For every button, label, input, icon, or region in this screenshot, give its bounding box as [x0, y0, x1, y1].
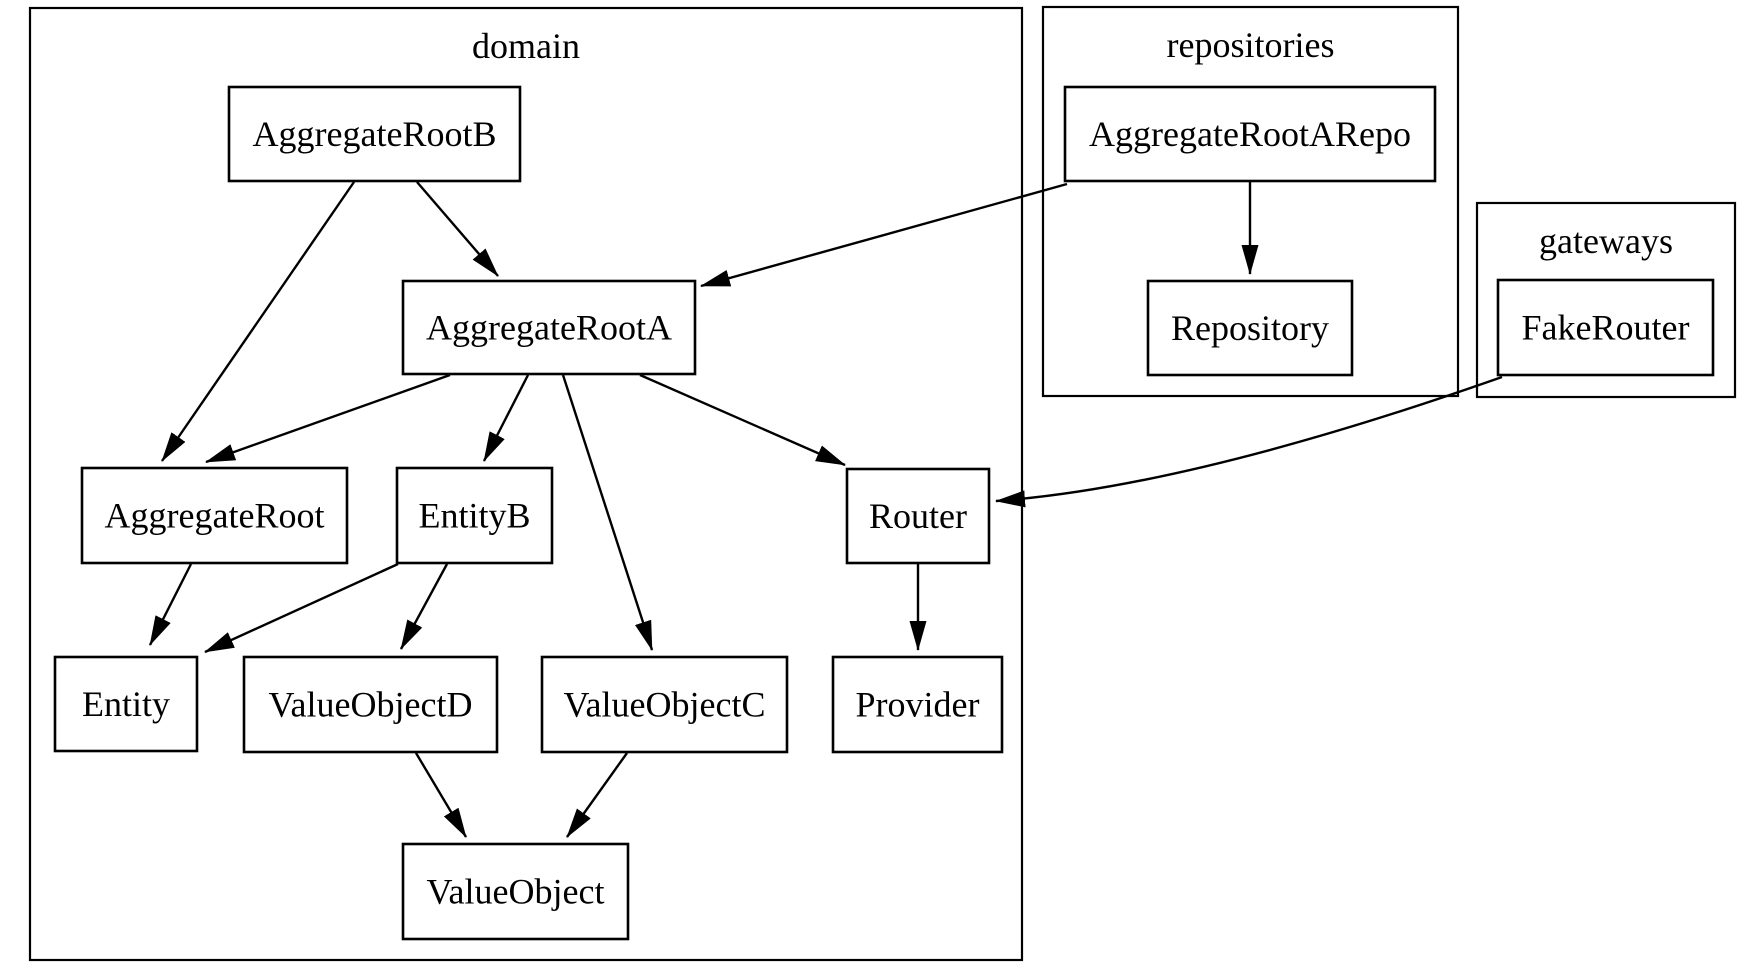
- node-aggregaterootb-box: [227, 85, 522, 183]
- node-entity-label: Entity: [82, 684, 170, 724]
- node-provider-box: [831, 655, 1004, 754]
- node-fakerouter-box: [1496, 278, 1715, 377]
- cluster-domain-border: [28, 6, 1024, 962]
- node-entity-box: [53, 655, 199, 753]
- node-entityb-label: EntityB: [418, 496, 530, 536]
- node-valueobjectc-label: ValueObjectC: [564, 685, 766, 725]
- node-router-box: [845, 467, 991, 565]
- node-aggregateroot-box: [80, 466, 349, 565]
- edge-aggregateroota-to-aggregateroot: [205, 373, 451, 464]
- node-valueobjectc-box: [540, 655, 789, 754]
- edge-entityb-to-valueobjectd: [399, 563, 449, 650]
- node-aggregaterootb-label: AggregateRootB: [253, 114, 497, 154]
- edge-aggregateroot-to-entity: [148, 563, 193, 646]
- node-valueobjectd-label: ValueObjectD: [269, 685, 473, 725]
- node-valueobjectd-box: [242, 655, 499, 754]
- edge-aggregaterootb-to-aggregateroota: [416, 181, 499, 277]
- edge-aggregateroota-to-valueobjectc: [561, 374, 654, 651]
- node-valueobject-label: ValueObject: [427, 872, 605, 912]
- cluster-gateways-border: [1475, 201, 1737, 399]
- node-repository-box: [1146, 279, 1354, 377]
- node-aggregaterootarepo-label: AggregateRootARepo: [1089, 114, 1411, 154]
- edge-valueobjectd-to-valueobject: [414, 752, 468, 838]
- edges-layer: [148, 181, 1503, 838]
- node-fakerouter-label: FakeRouter: [1522, 308, 1690, 348]
- node-entityb-box: [395, 466, 554, 565]
- node-aggregaterootarepo-box: [1063, 85, 1437, 183]
- node-aggregateroota-box: [401, 279, 697, 376]
- cluster-repositories-border: [1041, 5, 1460, 398]
- edge-aggregateroota-to-entityb: [482, 374, 530, 462]
- node-aggregateroot-label: AggregateRoot: [105, 496, 325, 536]
- edge-valueobjectc-to-valueobject: [566, 752, 628, 838]
- node-valueobject-box: [401, 842, 630, 941]
- nodes-layer: AggregateRootB AggregateRootA AggregateRoo…: [53, 85, 1715, 941]
- cluster-domain-label: domain: [472, 26, 580, 66]
- edge-aggregaterootb-to-aggregateroot: [161, 181, 355, 462]
- clusters-layer: domain repositories gateways: [28, 5, 1737, 962]
- node-repository-label: Repository: [1171, 308, 1329, 348]
- edge-aggregateroota-to-router: [639, 373, 846, 467]
- edge-aggregaterootarepo-to-aggregateroota: [700, 182, 1068, 288]
- edge-fakerouter-to-router: [995, 375, 1503, 508]
- node-router-label: Router: [869, 496, 967, 536]
- edge-entityb-to-entity: [204, 562, 399, 654]
- cluster-repositories-label: repositories: [1167, 25, 1335, 65]
- node-provider-label: Provider: [856, 685, 980, 725]
- node-aggregateroota-label: AggregateRootA: [426, 308, 672, 348]
- cluster-gateways-label: gateways: [1539, 221, 1673, 261]
